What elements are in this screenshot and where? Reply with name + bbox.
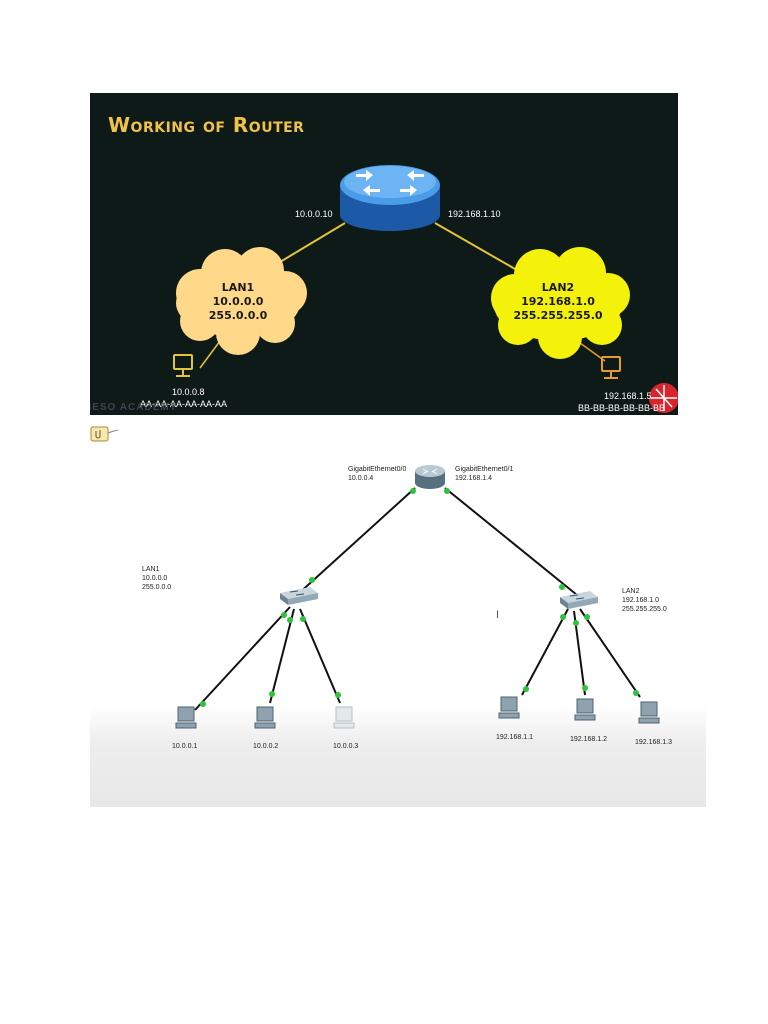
pc-right-icon xyxy=(601,356,621,379)
lan1-label: LAN1 10.0.0.0 255.0.0.0 xyxy=(208,281,268,322)
pt-switch1-icon xyxy=(280,587,318,605)
link-router-lan2 xyxy=(434,222,523,274)
lan2-cloud xyxy=(491,247,630,359)
pc-right-ip: 192.168.1.5 xyxy=(604,391,652,401)
lan1-cloud xyxy=(176,247,307,355)
pt-pc-icon xyxy=(175,696,660,729)
logo-mark xyxy=(649,383,678,413)
text-cursor: I xyxy=(496,609,500,621)
router-left-ip: 10.0.0.10 xyxy=(295,209,333,219)
watermark: NESO ACADEMY xyxy=(90,402,178,413)
router-iface-right: GigabitEthernet0/1 192.168.1.4 xyxy=(455,466,514,482)
topology-diagram xyxy=(175,465,660,729)
anchor-icon xyxy=(90,426,119,442)
pc-label-6: 192.168.1.3 xyxy=(635,739,672,746)
pc-left-mac: AA-AA-AA-AA-AA-AA xyxy=(140,399,228,409)
cable-switch2-pc3 xyxy=(579,608,641,698)
slide-title: Working of Router xyxy=(108,113,305,137)
router-slide: Working of Router xyxy=(90,93,678,415)
slide-diagram xyxy=(173,165,678,413)
cable-switch1-pc2 xyxy=(269,608,295,704)
pc-left-ip: 10.0.0.8 xyxy=(172,387,205,397)
cable-switch2-pc1 xyxy=(521,608,569,696)
cable-switch1-pc1 xyxy=(194,606,291,711)
cable-router-switch1 xyxy=(296,487,416,596)
packet-tracer-topology: GigabitEthernet0/0 10.0.0.4 GigabitEther… xyxy=(90,445,706,807)
lan2-info: LAN2 192.168.1.0 255.255.255.0 xyxy=(622,588,667,613)
pc-label-3: 10.0.0.3 xyxy=(333,743,359,750)
router-icon xyxy=(340,165,440,231)
pt-router-icon xyxy=(415,465,445,489)
cable-switch1-pc3 xyxy=(299,608,341,704)
pc-label-2: 10.0.0.2 xyxy=(253,743,279,750)
pc-left-icon xyxy=(173,354,193,377)
link-lan2-pc xyxy=(579,342,606,362)
lan2-label: LAN2 192.168.1.0 255.255.255.0 xyxy=(513,281,603,322)
pc-right-mac: BB-BB-BB-BB-BB-BB xyxy=(578,403,666,413)
cable-router-switch2 xyxy=(444,487,578,596)
link-lan1-pc xyxy=(199,340,221,369)
pc-label-5: 192.168.1.2 xyxy=(570,736,607,743)
router-iface-left: GigabitEthernet0/0 10.0.0.4 xyxy=(348,466,407,482)
pc-label-4: 192.168.1.1 xyxy=(496,734,533,741)
lan1-info: LAN1 10.0.0.0 255.0.0.0 xyxy=(142,566,172,591)
router-right-ip: 192.168.1.10 xyxy=(448,209,501,219)
pt-switch2-icon xyxy=(560,591,598,609)
pt-pc-icon-faded xyxy=(333,706,355,729)
pc-label-1: 10.0.0.1 xyxy=(172,743,198,750)
